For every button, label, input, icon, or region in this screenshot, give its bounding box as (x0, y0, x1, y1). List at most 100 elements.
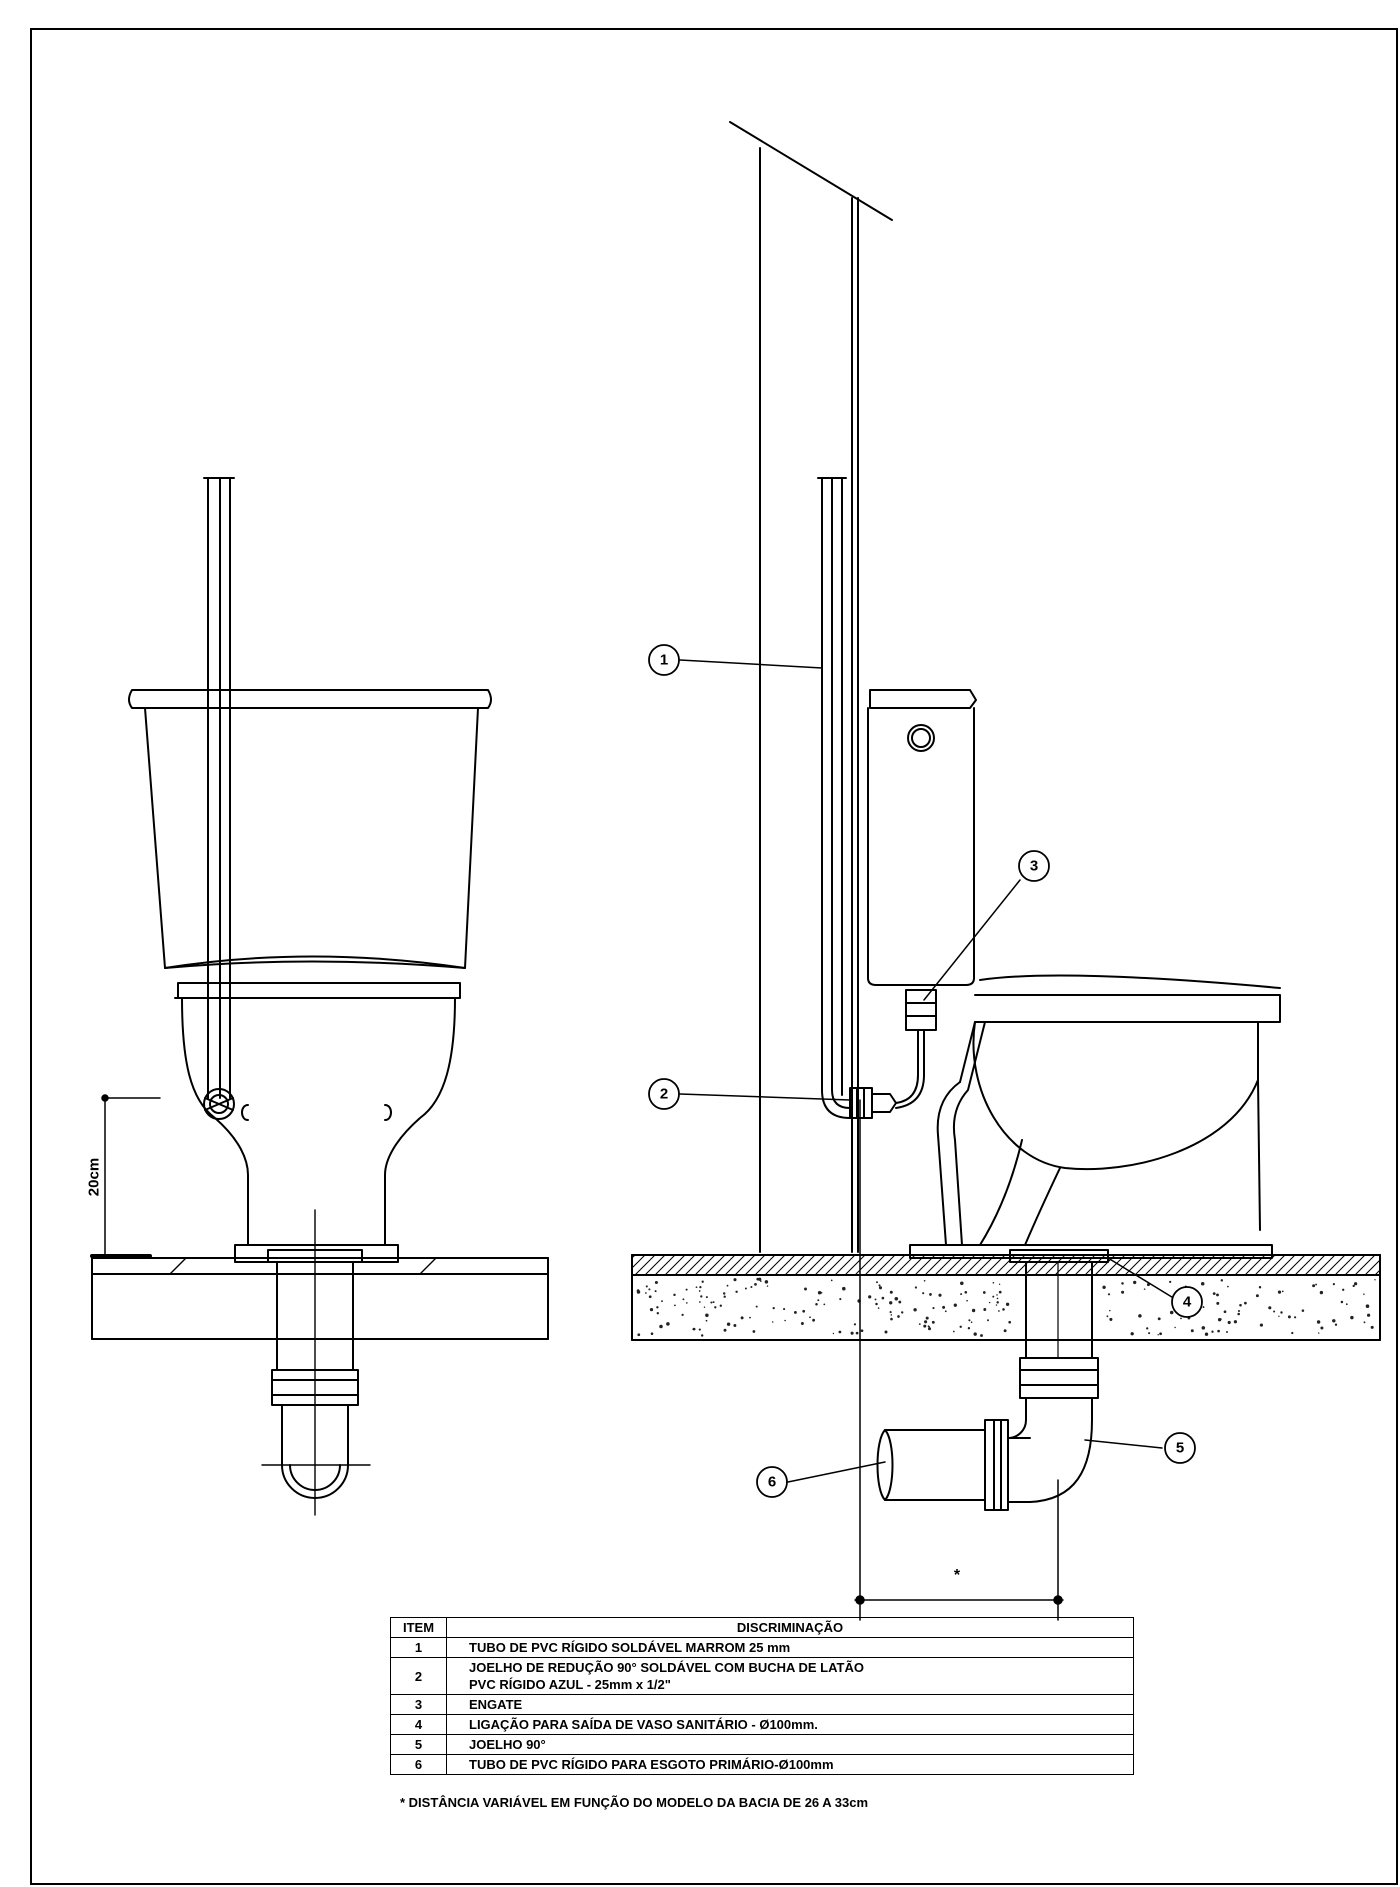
concrete-speck (922, 1292, 925, 1295)
concrete-speck (1301, 1309, 1305, 1312)
concrete-speck (973, 1332, 977, 1336)
concrete-speck (982, 1291, 986, 1294)
concrete-speck (1281, 1290, 1284, 1293)
concrete-speck (923, 1279, 926, 1282)
concrete-speck (673, 1293, 676, 1297)
side-floor-slab (631, 1254, 1381, 1341)
table-row: 6 TUBO DE PVC RÍGIDO PARA ESGOTO PRIMÁRI… (390, 1754, 1134, 1775)
front-valve-fitting (203, 1088, 235, 1120)
concrete-speck (705, 1319, 708, 1322)
concrete-speck (890, 1317, 893, 1321)
concrete-speck (1204, 1332, 1209, 1336)
concrete-speck (918, 1323, 921, 1325)
callout-5: 5 (1176, 1440, 1184, 1457)
concrete-speck (733, 1324, 737, 1327)
concrete-speck (815, 1303, 818, 1306)
concrete-speck (1180, 1317, 1182, 1320)
concrete-speck (733, 1278, 737, 1282)
concrete-speck (809, 1316, 811, 1319)
concrete-speck (983, 1308, 987, 1311)
concrete-speck (682, 1298, 685, 1301)
concrete-speck (699, 1285, 702, 1289)
concrete-speck (802, 1309, 806, 1313)
concrete-speck (712, 1301, 715, 1304)
concrete-speck (1157, 1317, 1161, 1321)
concrete-speck (1169, 1280, 1172, 1284)
concrete-speck (1258, 1286, 1262, 1289)
wall (729, 121, 893, 1253)
side-supply-pipe (817, 477, 851, 1119)
callout-4: 4 (1183, 1294, 1192, 1311)
concrete-speck (1201, 1326, 1206, 1330)
row-item: 6 (390, 1754, 447, 1775)
concrete-speck (1374, 1279, 1376, 1281)
callout-3: 3 (1030, 858, 1038, 875)
concrete-speck (988, 1301, 991, 1304)
concrete-speck (804, 1287, 807, 1291)
concrete-speck (674, 1304, 676, 1307)
concrete-speck (860, 1329, 864, 1333)
concrete-speck (1365, 1304, 1370, 1308)
concrete-speck (889, 1311, 892, 1314)
concrete-speck (666, 1322, 670, 1326)
concrete-speck (1157, 1334, 1159, 1336)
concrete-speck (1237, 1309, 1241, 1313)
concrete-speck (1259, 1323, 1263, 1327)
concrete-speck (714, 1306, 717, 1309)
concrete-speck (1216, 1293, 1219, 1297)
concrete-speck (722, 1292, 726, 1295)
concrete-speck (996, 1301, 999, 1304)
concrete-speck (1320, 1326, 1324, 1330)
concrete-speck (1146, 1327, 1149, 1330)
drain-outlet (1009, 1249, 1109, 1399)
elbow-90 (984, 1397, 1093, 1511)
concrete-speck (996, 1294, 998, 1296)
concrete-speck (636, 1290, 641, 1294)
concrete-speck (650, 1332, 654, 1335)
concrete-speck (1277, 1290, 1282, 1294)
concrete-speck (1216, 1301, 1220, 1305)
concrete-speck (1312, 1284, 1316, 1288)
concrete-speck (772, 1306, 775, 1310)
flexible-connector (895, 989, 937, 1109)
concrete-speck (812, 1318, 815, 1322)
row-description: TUBO DE PVC RÍGIDO PARA ESGOTO PRIMÁRIO-… (446, 1754, 1134, 1775)
concrete-speck (881, 1296, 885, 1300)
front-drain-pipe (261, 1209, 371, 1516)
concrete-speck (1340, 1300, 1344, 1304)
concrete-speck (661, 1300, 663, 1303)
concrete-speck (648, 1295, 652, 1299)
concrete-speck (758, 1277, 762, 1281)
concrete-speck (654, 1290, 657, 1293)
concrete-speck (723, 1328, 727, 1332)
concrete-speck (752, 1330, 756, 1333)
concrete-speck (971, 1308, 976, 1313)
concrete-speck (685, 1302, 688, 1304)
concrete-speck (1223, 1310, 1227, 1314)
row-item: 4 (390, 1714, 447, 1735)
concrete-speck (1109, 1309, 1111, 1312)
concrete-speck (692, 1328, 694, 1330)
concrete-speck (1334, 1323, 1338, 1326)
concrete-speck (681, 1313, 684, 1317)
concrete-speck (998, 1310, 1000, 1312)
concrete-speck (1211, 1330, 1214, 1333)
concrete-speck (832, 1332, 835, 1335)
concrete-speck (1239, 1303, 1242, 1307)
concrete-speck (726, 1284, 729, 1287)
variable-distance-dimension (854, 1099, 1064, 1621)
concrete-speck (703, 1306, 706, 1308)
concrete-speck (1319, 1290, 1324, 1295)
concrete-speck (698, 1290, 701, 1292)
concrete-speck (1109, 1317, 1113, 1321)
concrete-speck (705, 1296, 708, 1299)
concrete-speck (637, 1333, 641, 1337)
concrete-speck (823, 1303, 826, 1306)
concrete-speck (1273, 1310, 1276, 1313)
concrete-speck (750, 1285, 753, 1289)
concrete-speck (953, 1303, 957, 1307)
concrete-speck (995, 1304, 998, 1306)
concrete-speck (938, 1293, 942, 1297)
concrete-speck (996, 1297, 999, 1300)
